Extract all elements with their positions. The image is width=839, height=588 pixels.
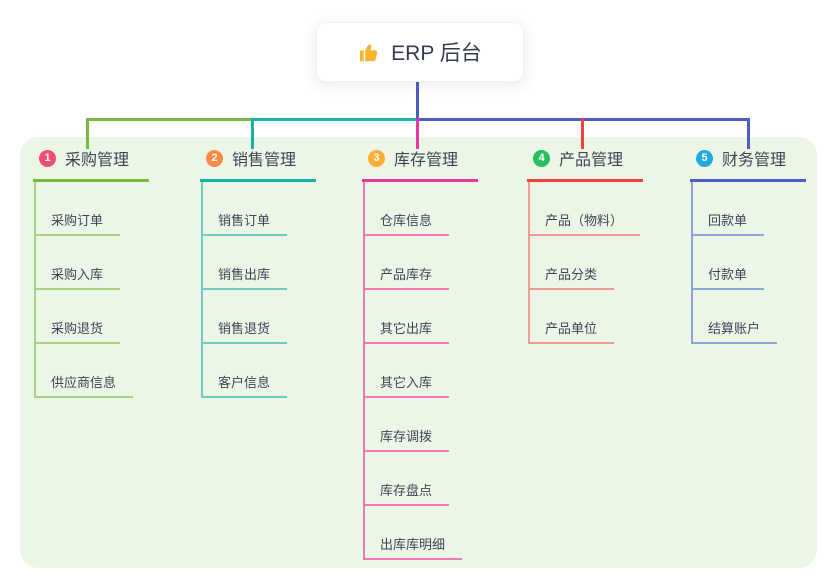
mindmap-canvas: 1 采购管理 采购订单采购入库采购退货供应商信息 2 销售管理 销售订单销售出库… <box>20 137 817 568</box>
child-label: 回款单 <box>708 213 748 228</box>
connector-root-stem <box>416 80 419 121</box>
child-label: 库存调拨 <box>380 429 433 444</box>
child-label: 销售订单 <box>218 213 271 228</box>
branch-label: 采购管理 <box>65 152 130 169</box>
child-node[interactable]: 其它入库 <box>365 344 450 398</box>
branch-header[interactable]: 3 库存管理 <box>362 146 479 182</box>
child-node[interactable]: 销售出库 <box>203 236 288 290</box>
child-label: 产品分类 <box>545 267 598 282</box>
branch-number-badge: 5 <box>696 149 713 167</box>
child-label: 采购订单 <box>51 213 104 228</box>
branch-number-badge: 4 <box>533 149 550 167</box>
branch-header[interactable]: 1 采购管理 <box>33 146 150 182</box>
child-label: 仓库信息 <box>380 213 433 228</box>
connector-h-left <box>86 118 254 121</box>
connector-drop-4 <box>581 118 584 149</box>
child-node[interactable]: 产品（物料） <box>530 182 641 236</box>
branch-header[interactable]: 5 财务管理 <box>690 146 807 182</box>
branch-label: 销售管理 <box>232 152 297 169</box>
branch-node: 3 库存管理 仓库信息产品库存其它出库其它入库库存调拨库存盘点出库库明细 <box>362 146 479 560</box>
child-label: 产品单位 <box>545 321 598 336</box>
child-label: 采购入库 <box>51 267 104 282</box>
connector-h-mid <box>251 118 419 121</box>
child-node[interactable]: 产品分类 <box>530 236 615 290</box>
branch-node: 1 采购管理 采购订单采购入库采购退货供应商信息 <box>33 146 150 398</box>
child-node[interactable]: 采购入库 <box>36 236 121 290</box>
child-node[interactable]: 产品单位 <box>530 290 615 344</box>
child-node[interactable]: 仓库信息 <box>365 182 450 236</box>
child-node[interactable]: 销售退货 <box>203 290 288 344</box>
child-label: 库存盘点 <box>380 483 433 498</box>
child-label: 采购退货 <box>51 321 104 336</box>
child-node[interactable]: 回款单 <box>693 182 765 236</box>
branch-node: 4 产品管理 产品（物料） 产品分类产品单位 <box>527 146 644 344</box>
child-node[interactable]: 客户信息 <box>203 344 288 398</box>
child-node[interactable]: 产品库存 <box>365 236 450 290</box>
child-label: 供应商信息 <box>51 375 117 390</box>
child-label: 付款单 <box>708 267 748 282</box>
branch-number-badge: 2 <box>206 149 223 167</box>
child-node[interactable]: 采购订单 <box>36 182 121 236</box>
branch-header[interactable]: 4 产品管理 <box>527 146 644 182</box>
branch-children: 回款单付款单结算账户 <box>691 182 778 344</box>
child-node[interactable]: 库存调拨 <box>365 398 450 452</box>
branch-children: 仓库信息产品库存其它出库其它入库库存调拨库存盘点出库库明细 <box>363 182 463 560</box>
child-node[interactable]: 付款单 <box>693 236 765 290</box>
child-label: 其它入库 <box>380 375 433 390</box>
child-label: 结算账户 <box>708 321 761 336</box>
child-node[interactable]: 结算账户 <box>693 290 778 344</box>
child-label: 销售出库 <box>218 267 271 282</box>
connector-drop-5 <box>747 118 750 149</box>
thumbs-up-icon <box>358 41 381 64</box>
root-title: ERP 后台 <box>391 42 482 65</box>
child-node[interactable]: 库存盘点 <box>365 452 450 506</box>
branch-label: 库存管理 <box>394 152 459 169</box>
branch-children: 销售订单销售出库销售退货客户信息 <box>201 182 288 398</box>
child-label: 客户信息 <box>218 375 271 390</box>
branch-label: 产品管理 <box>559 152 624 169</box>
branch-header[interactable]: 2 销售管理 <box>200 146 317 182</box>
child-label: 产品（物料） <box>545 213 624 228</box>
child-label: 销售退货 <box>218 321 271 336</box>
branch-node: 2 销售管理 销售订单销售出库销售退货客户信息 <box>200 146 317 398</box>
branch-children: 采购订单采购入库采购退货供应商信息 <box>34 182 134 398</box>
child-node[interactable]: 出库库明细 <box>365 506 463 560</box>
child-node[interactable]: 其它出库 <box>365 290 450 344</box>
child-node[interactable]: 采购退货 <box>36 290 121 344</box>
connector-drop-2 <box>251 118 254 149</box>
connector-drop-1 <box>86 118 89 149</box>
connector-drop-3 <box>416 118 419 149</box>
branch-number-badge: 1 <box>39 149 56 167</box>
child-label: 出库库明细 <box>380 537 446 552</box>
root-node[interactable]: ERP 后台 <box>316 22 524 82</box>
branch-node: 5 财务管理 回款单付款单结算账户 <box>690 146 807 344</box>
child-label: 产品库存 <box>380 267 433 282</box>
child-node[interactable]: 销售订单 <box>203 182 288 236</box>
branch-children: 产品（物料） 产品分类产品单位 <box>528 182 641 344</box>
child-node[interactable]: 供应商信息 <box>36 344 134 398</box>
branch-number-badge: 3 <box>368 149 385 167</box>
child-label: 其它出库 <box>380 321 433 336</box>
branch-label: 财务管理 <box>722 152 787 169</box>
